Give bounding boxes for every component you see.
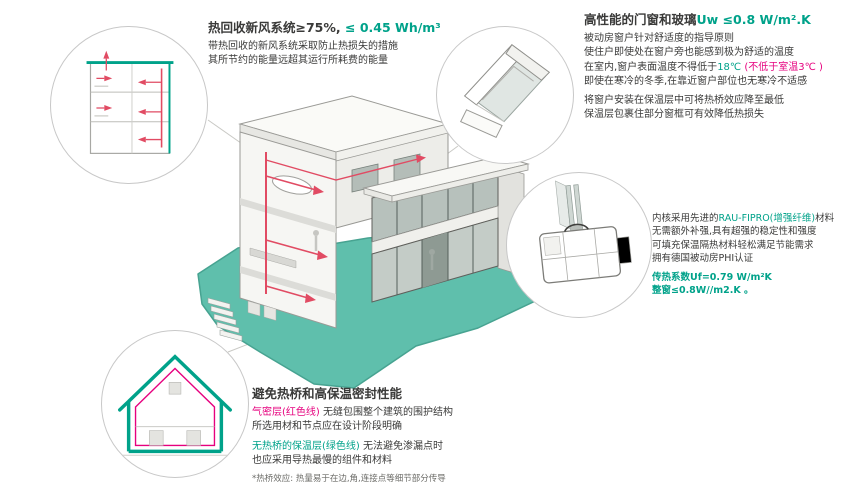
ventilation-line-2: 其所节约的能量远超其运行所耗费的能量	[208, 55, 388, 67]
callout-thermal-envelope	[101, 330, 249, 478]
profile-line-1: 内核采用先进的RAU-FIPRO(增强纤维)材料	[652, 212, 864, 225]
ventilation-title-value: ≤ 0.45 Wh/m³	[340, 20, 441, 35]
thermal-line-2: 所选用材和节点应在设计阶段明确	[252, 421, 402, 433]
windows-title: 高性能的门窗和玻璃Uw ≤0.8 W/m².K	[584, 12, 860, 28]
windows-line-3: 在室内,窗户表面温度不得低于18℃ (不低于室温3℃ )	[584, 61, 860, 75]
ventilation-section-illustration	[86, 50, 174, 154]
thermal-line-4: 也应采用导热最慢的组件和材料	[252, 454, 392, 466]
thermal-line-3: 无热桥的保温层(绿色线) 无法避免渗漏点时	[252, 440, 582, 454]
windows-line-3-text: 在室内,窗户表面温度不得低于	[584, 61, 718, 73]
windows-line-5: 将窗户安装在保温层中可将热桥效应降至最低	[584, 95, 784, 106]
main-house	[238, 95, 450, 329]
thermal-body: 气密层(红色线) 无缝包围整个建筑的围护结构 所选用材和节点应在设计阶段明确 无…	[252, 406, 582, 485]
windows-text-block: 高性能的门窗和玻璃Uw ≤0.8 W/m².K 被动房窗户针对舒适度的指导原则 …	[584, 12, 860, 122]
ventilation-ducts	[265, 152, 426, 303]
profile-body: 内核采用先进的RAU-FIPRO(增强纤维)材料 无需额外补强,具有超强的稳定性…	[652, 212, 864, 298]
windows-title-main: 高性能的门窗和玻璃	[584, 12, 697, 27]
window-corner-illustration	[459, 44, 551, 139]
ventilation-body: 带热回收的新风系统采取防止热损失的措施 其所节约的能量远超其运行所耗费的能量	[208, 40, 458, 68]
profile-uf-value: 传热系数Uf=0.79 W/m²K	[652, 271, 772, 283]
thermal-line-1: 气密层(红色线) 无缝包围整个建筑的围护结构	[252, 406, 582, 420]
profile-line-3: 可填充保温隔热材料轻松满足节能需求	[652, 239, 814, 251]
windows-line-4: 即使在寒冷的冬季,在靠近窗户部位也无寒冷不适感	[584, 75, 808, 87]
ventilation-title-main: 热回收新风系统≥75%,	[208, 20, 341, 35]
profile-uw-value: 整窗≤0.8W//m2.K 。	[652, 285, 754, 297]
ventilation-line-1: 带热回收的新风系统采取防止热损失的措施	[208, 41, 398, 53]
profile-line-1-pre: 内核采用先进的	[652, 213, 719, 224]
profile-line-4: 拥有德国被动房PHI认证	[652, 253, 754, 265]
ventilation-title: 热回收新风系统≥75%, ≤ 0.45 Wh/m³	[208, 20, 458, 36]
thermal-footnote: *热桥效应: 热量易于在边,角,连接点等细节部分传导	[252, 474, 446, 484]
windows-line-3-note: (不低于室温3℃ )	[741, 61, 823, 73]
thermal-title: 避免热桥和高保温密封性能	[252, 386, 403, 401]
profile-text-block: 内核采用先进的RAU-FIPRO(增强纤维)材料 无需额外补强,具有超强的稳定性…	[652, 212, 864, 298]
thermal-text-block: 避免热桥和高保温密封性能 气密层(红色线) 无缝包围整个建筑的围护结构 所选用材…	[252, 386, 582, 485]
thermal-line-1-text: 无缝包围整个建筑的围护结构	[319, 407, 453, 419]
windows-title-value: Uw ≤0.8 W/m².K	[696, 12, 811, 27]
thermal-envelope-illustration	[113, 354, 237, 456]
thermal-insulation-label: 无热桥的保温层(绿色线)	[252, 440, 360, 452]
callout-ventilation-section	[50, 26, 208, 184]
windows-line-1: 被动房窗户针对舒适度的指导原则	[584, 33, 734, 45]
garden-stairs	[207, 297, 243, 342]
thermal-airtight-label: 气密层(红色线)	[252, 407, 320, 419]
person-figure	[429, 249, 435, 270]
windows-line-3-temp: 18℃	[717, 61, 742, 73]
frame-profile-illustration	[539, 180, 632, 284]
windows-body: 被动房窗户针对舒适度的指导原则 使住户即使处在窗户旁也能感到极为舒适的温度 在室…	[584, 32, 860, 122]
person-figure	[313, 230, 319, 251]
windows-line-2: 使住户即使处在窗户旁也能感到极为舒适的温度	[584, 47, 794, 59]
profile-line-1-post: 材料	[815, 213, 835, 224]
windows-line-6: 保温层包裹住部分窗框可有效降低热损失	[584, 109, 764, 121]
callout-window-corner	[436, 26, 574, 164]
thermal-line-3-text: 无法避免渗漏点时	[359, 440, 443, 452]
ventilation-text-block: 热回收新风系统≥75%, ≤ 0.45 Wh/m³ 带热回收的新风系统采取防止热…	[208, 20, 458, 69]
callout-frame-profile	[506, 172, 652, 318]
profile-line-1-material: RAU-FIPRO(增强纤维)	[718, 213, 816, 224]
profile-line-2: 无需额外补强,具有超强的稳定性和强度	[652, 226, 817, 238]
